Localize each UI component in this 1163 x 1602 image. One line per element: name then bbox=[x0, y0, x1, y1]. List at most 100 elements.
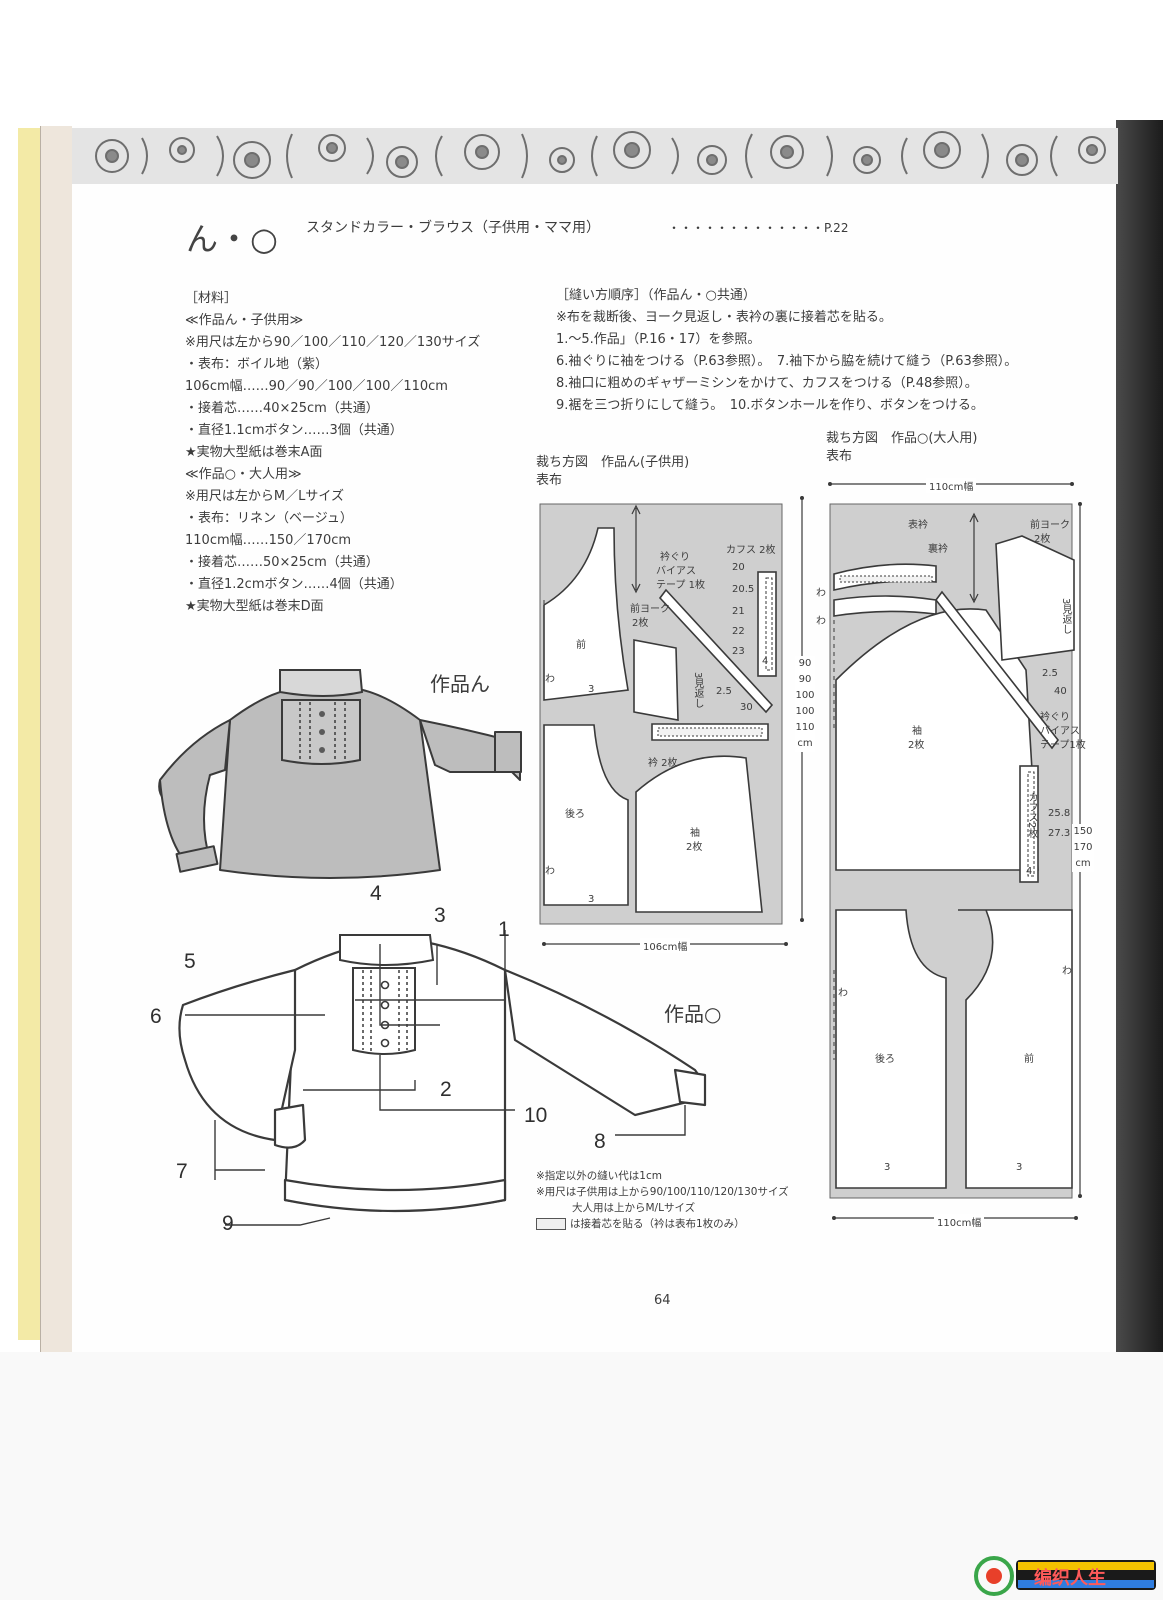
note-seam: ※指定以外の縫い代は1cm bbox=[536, 1170, 662, 1182]
cuff-size: 25.8 bbox=[1048, 808, 1071, 819]
cuff-size: 27.3 bbox=[1048, 828, 1071, 839]
cuff-size: 22 bbox=[732, 626, 745, 637]
piece-sleeve: 袖 bbox=[690, 828, 700, 839]
materials-line: ★実物大型紙は巻末D面 bbox=[185, 599, 324, 614]
hem-allowance: 3 bbox=[884, 1162, 891, 1173]
piece-sleeve-count: 2枚 bbox=[908, 740, 925, 751]
cuff-size: 20.5 bbox=[732, 584, 755, 595]
adult-blouse-label: 作品○ bbox=[664, 1002, 722, 1026]
bias-label: テープ 1枚 bbox=[656, 580, 705, 591]
bias-label: テープ1枚 bbox=[1040, 740, 1086, 751]
materials-line: ≪作品○・大人用≫ bbox=[185, 467, 302, 482]
materials-line: ・接着芯……40×25cm（共通） bbox=[185, 401, 379, 416]
watermark-text: 编织人生 bbox=[1034, 1568, 1106, 1589]
materials-heading: ［材料］ bbox=[185, 291, 238, 306]
notes: ※指定以外の縫い代は1cm ※用尺は子供用は上から90/100/110/120/… bbox=[536, 1168, 789, 1232]
note-interfacing: は接着芯を貼る（衿は表布1枚のみ） bbox=[570, 1218, 745, 1230]
cut-adult-title: 裁ち方図 作品○(大人用) bbox=[826, 431, 978, 446]
cuff-size: 21 bbox=[732, 606, 745, 617]
materials-line: ※用尺は左からM／Lサイズ bbox=[185, 489, 344, 504]
piece-facing: 3見返し bbox=[692, 672, 703, 709]
materials-line: 110cm幅……150／170cm bbox=[185, 533, 352, 548]
length-value: 110 bbox=[795, 722, 815, 733]
book-gutter bbox=[1116, 120, 1163, 1380]
cuff-label: カフス 2枚 bbox=[726, 545, 776, 556]
length-value: 90 bbox=[798, 658, 812, 669]
piece-back: 後ろ bbox=[875, 1054, 895, 1065]
cut-adult-layout bbox=[829, 503, 1075, 1199]
adult-blouse-illustration bbox=[178, 930, 707, 1226]
step-number: 8 bbox=[594, 1130, 606, 1153]
bias-label: 衿ぐり bbox=[660, 552, 690, 563]
sewing-step: 1.～5.作品」（P.16・17）を参照。 bbox=[556, 332, 761, 347]
sewing-heading: ［縫い方順序］（作品ん・○共通） bbox=[556, 288, 756, 303]
page-reference: ・・・・・・・・・・・・・P.22 bbox=[668, 221, 849, 235]
floral-header-pattern bbox=[72, 128, 1118, 184]
cuff-size: 23 bbox=[732, 646, 745, 657]
fold-mark: わ bbox=[816, 588, 826, 599]
length-value: 170 bbox=[1073, 842, 1093, 853]
page-title: スタンドカラー・ブラウス（子供用・ママ用） bbox=[306, 220, 600, 236]
length-value: 100 bbox=[795, 690, 815, 701]
piece-collar: 衿 2枚 bbox=[648, 758, 678, 769]
pattern-code: ん・○ bbox=[186, 220, 278, 258]
note-interfacing-row: は接着芯を貼る（衿は表布1枚のみ） bbox=[536, 1216, 789, 1232]
book-cover-edge bbox=[18, 128, 41, 1340]
materials-line: ・表布：ボイル地（紫） bbox=[185, 357, 329, 372]
child-lengths: 90 90 100 100 110 cm bbox=[795, 656, 815, 752]
adult-width: 110cm幅 bbox=[926, 478, 977, 493]
interfacing-swatch bbox=[536, 1218, 566, 1230]
step-number: 3 bbox=[434, 904, 446, 927]
length-value: 100 bbox=[795, 706, 815, 717]
step-number: 4 bbox=[370, 882, 382, 905]
piece-front: 前 bbox=[576, 640, 586, 651]
note-size: ※用尺は子供用は上から90/100/110/120/130サイズ bbox=[536, 1186, 789, 1198]
piece-inner-collar: 裏衿 bbox=[928, 544, 948, 555]
cuff-width: 4 bbox=[1026, 866, 1033, 877]
hem-allowance: 3 bbox=[588, 894, 595, 905]
page-number: 64 bbox=[654, 1293, 671, 1308]
child-blouse-illustration bbox=[158, 669, 522, 879]
piece-facing: 3見返し bbox=[1060, 598, 1071, 635]
step-number: 2 bbox=[440, 1078, 452, 1101]
scan-background bbox=[0, 1352, 1163, 1600]
fold-mark: わ bbox=[545, 866, 555, 877]
cut-child-layout bbox=[539, 503, 783, 925]
length-value: 90 bbox=[798, 674, 812, 685]
adult-lengths: 150 170 cm bbox=[1072, 824, 1094, 872]
sewing-step: 9.裾を三つ折りにして縫う。 10.ボタンホールを作り、ボタンをつける。 bbox=[556, 398, 984, 413]
bias-label: 衿ぐり bbox=[1040, 712, 1070, 723]
adult-width-bottom: 110cm幅 bbox=[934, 1214, 985, 1229]
hem-allowance: 3 bbox=[1016, 1162, 1023, 1173]
piece-sleeve-count: 2枚 bbox=[686, 842, 703, 853]
piece-yoke: 前ヨーク bbox=[630, 604, 670, 615]
cut-child-fabric: 表布 bbox=[536, 473, 563, 488]
bias-length: 40 bbox=[1054, 686, 1067, 697]
length-unit: cm bbox=[1075, 858, 1091, 869]
fold-mark: わ bbox=[838, 988, 848, 999]
child-width: 106cm幅 bbox=[640, 938, 691, 953]
step-number: 10 bbox=[524, 1104, 548, 1127]
piece-outer-collar: 表衿 bbox=[908, 520, 928, 531]
step-number: 7 bbox=[176, 1160, 188, 1183]
cuff-label: カフス2枚 bbox=[1026, 792, 1037, 839]
fold-mark: わ bbox=[816, 616, 826, 627]
bias-label: バイアス bbox=[1040, 726, 1080, 737]
sewing-step: ※布を裁断後、ヨーク見返し・表衿の裏に接着芯を貼る。 bbox=[556, 310, 892, 325]
piece-yoke-count: 2枚 bbox=[1034, 534, 1051, 545]
materials-line: ・直径1.2cmボタン……4個（共通） bbox=[185, 577, 403, 592]
materials-line: 106cm幅……90／90／100／100／110cm bbox=[185, 379, 448, 394]
cut-adult-fabric: 表布 bbox=[826, 449, 853, 464]
piece-front: 前 bbox=[1024, 1054, 1034, 1065]
fold-mark: わ bbox=[1062, 966, 1072, 977]
child-blouse-label: 作品ん bbox=[430, 672, 490, 696]
logo-mark bbox=[974, 1556, 1156, 1596]
materials-line: ・直径1.1cmボタン……3個（共通） bbox=[185, 423, 403, 438]
bias-length: 30 bbox=[740, 702, 753, 713]
materials-line: ★実物大型紙は巻末A面 bbox=[185, 445, 323, 460]
hem-allowance: 3 bbox=[588, 684, 595, 695]
piece-sleeve: 袖 bbox=[912, 726, 922, 737]
materials-line: ・接着芯……50×25cm（共通） bbox=[185, 555, 379, 570]
step-number: 9 bbox=[222, 1212, 234, 1235]
materials-line: ≪作品ん・子供用≫ bbox=[185, 313, 304, 328]
